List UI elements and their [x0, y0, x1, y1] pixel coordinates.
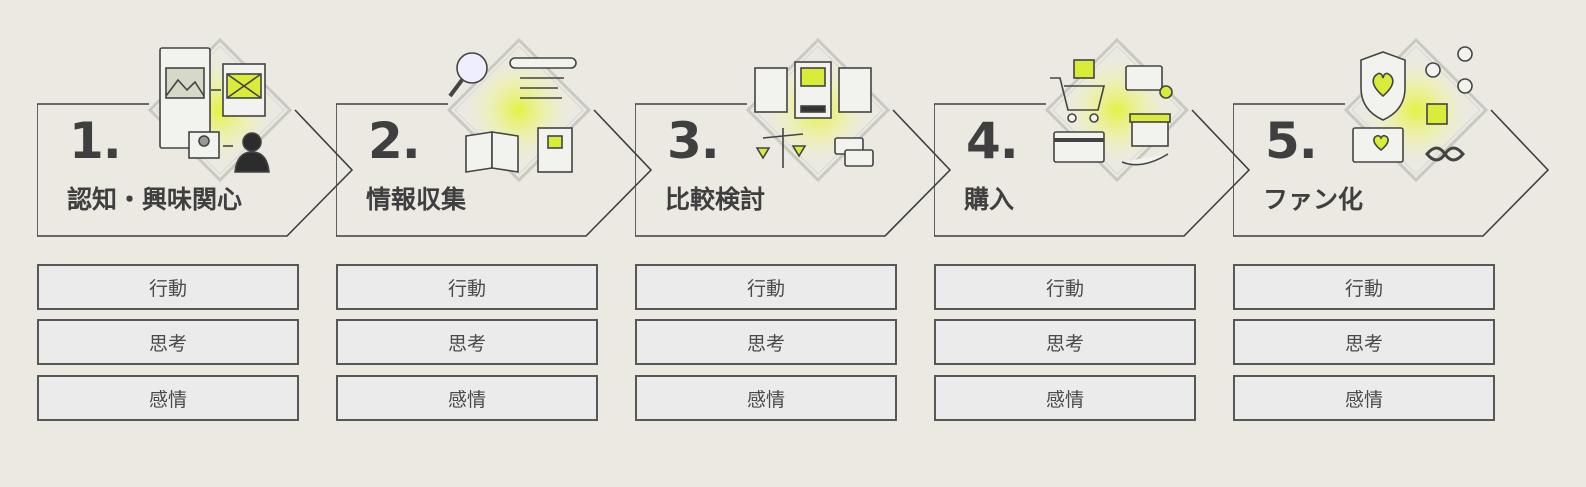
- journey-stage-2: 2. 情報収集 行動 思考 感情: [336, 0, 656, 487]
- row-action: 行動: [934, 264, 1196, 310]
- row-action: 行動: [37, 264, 299, 310]
- stage-title: 購入: [964, 185, 1015, 214]
- journey-stage-3: 3. 比較検討 行動 思考 感情: [635, 0, 955, 487]
- row-thinking: 思考: [37, 319, 299, 365]
- chevron-arrow-shape: [934, 103, 1251, 237]
- row-action: 行動: [635, 264, 897, 310]
- row-thinking: 思考: [336, 319, 598, 365]
- cart-card-store-icon: [1044, 38, 1190, 183]
- row-emotion: 感情: [336, 375, 598, 421]
- journey-stage-4: 4. 購入 行動 思考 感情: [934, 0, 1254, 487]
- row-action: 行動: [336, 264, 598, 310]
- row-emotion: 感情: [37, 375, 299, 421]
- row-thinking: 思考: [934, 319, 1196, 365]
- row-emotion: 感情: [1233, 375, 1495, 421]
- stage-number: 1.: [69, 112, 122, 170]
- stage-title: 情報収集: [366, 185, 467, 214]
- stage-number: 2.: [368, 112, 421, 170]
- stage-number: 5.: [1265, 112, 1318, 170]
- search-and-documents-icon: [446, 38, 592, 183]
- journey-stage-1: 1. 認知・興味関心 行動 思考 感情: [37, 0, 357, 487]
- stage-number: 4.: [966, 112, 1019, 170]
- stage-title: 認知・興味関心: [67, 185, 243, 214]
- row-emotion: 感情: [934, 375, 1196, 421]
- social-media-feed-to-user-icon: [147, 38, 293, 183]
- chevron-arrow-shape: [1233, 103, 1550, 237]
- row-thinking: 思考: [635, 319, 897, 365]
- row-action: 行動: [1233, 264, 1495, 310]
- chevron-arrow-shape: [635, 103, 952, 237]
- compare-products-scale-icon: [745, 38, 891, 183]
- stage-number: 3.: [667, 112, 720, 170]
- chevron-arrow-shape: [37, 103, 354, 237]
- shield-heart-share-icon: [1343, 38, 1489, 183]
- journey-stage-5: 5. ファン化 行動 思考 感情: [1233, 0, 1553, 487]
- row-emotion: 感情: [635, 375, 897, 421]
- stage-title: ファン化: [1263, 185, 1364, 214]
- stage-title: 比較検討: [665, 185, 766, 214]
- chevron-arrow-shape: [336, 103, 653, 237]
- row-thinking: 思考: [1233, 319, 1495, 365]
